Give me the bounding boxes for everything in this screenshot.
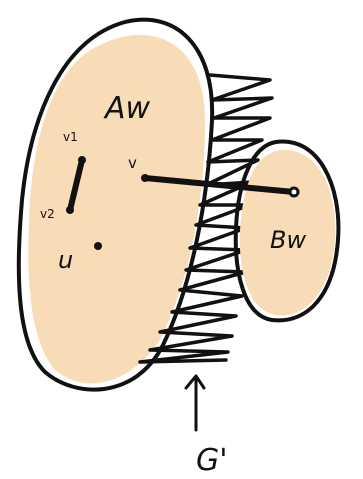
vertex-v-dot [141, 174, 149, 182]
label-v2: v2 [40, 207, 55, 221]
label-u: u [58, 246, 73, 274]
label-graph: G' [196, 443, 228, 478]
vertex-u-dot [94, 242, 102, 250]
endpoint-bw [290, 188, 298, 196]
label-v: v [128, 154, 137, 172]
label-bw: Bw [270, 226, 306, 254]
label-v1: v1 [63, 130, 78, 144]
vertex-v1-dot [78, 156, 86, 164]
arrow-to-graph [186, 376, 204, 430]
label-aw: Aw [103, 91, 151, 126]
vertex-v2-dot [66, 206, 74, 214]
region-aw-fill [28, 35, 205, 384]
